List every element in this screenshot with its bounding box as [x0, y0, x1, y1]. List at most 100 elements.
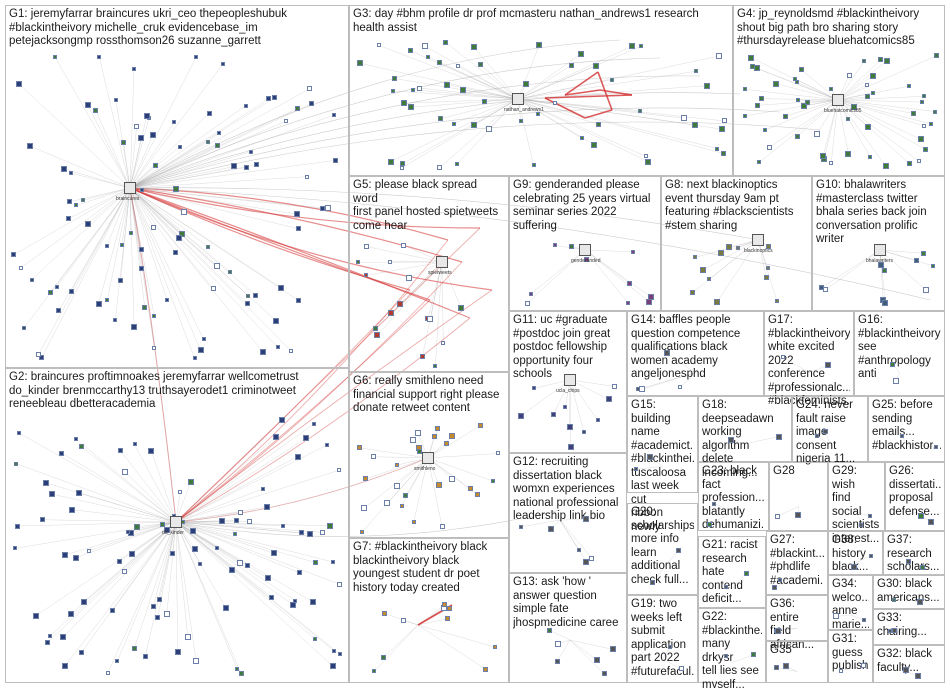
network-node[interactable]: [43, 479, 50, 486]
network-node[interactable]: [175, 235, 182, 242]
network-node[interactable]: [393, 482, 400, 489]
network-node[interactable]: [867, 513, 872, 518]
network-node[interactable]: [823, 287, 829, 293]
network-node[interactable]: [332, 112, 337, 117]
network-node[interactable]: [390, 88, 395, 93]
network-node[interactable]: [150, 604, 156, 610]
network-node[interactable]: [249, 149, 254, 154]
network-node[interactable]: [327, 522, 334, 529]
network-node[interactable]: [829, 86, 834, 91]
network-node[interactable]: [333, 157, 339, 163]
network-node[interactable]: [206, 110, 212, 116]
network-node[interactable]: [443, 81, 450, 88]
network-node[interactable]: [715, 146, 720, 151]
network-node[interactable]: [359, 529, 364, 534]
network-node[interactable]: [775, 514, 781, 520]
network-node[interactable]: [56, 308, 62, 314]
network-node[interactable]: [649, 579, 655, 585]
network-node[interactable]: [627, 281, 633, 286]
network-node[interactable]: [485, 126, 492, 133]
network-node[interactable]: [238, 509, 244, 515]
network-node[interactable]: [716, 52, 723, 59]
network-node[interactable]: [736, 245, 741, 250]
network-node[interactable]: [279, 416, 286, 423]
network-node[interactable]: [324, 205, 331, 212]
network-node[interactable]: [192, 356, 197, 361]
network-node[interactable]: [138, 266, 144, 272]
network-node[interactable]: [364, 273, 369, 278]
network-node[interactable]: [918, 513, 925, 520]
network-node[interactable]: [887, 628, 892, 633]
network-node[interactable]: [178, 490, 183, 495]
network-node[interactable]: [433, 363, 438, 368]
network-node[interactable]: [919, 100, 924, 105]
network-node[interactable]: [455, 64, 460, 69]
network-node[interactable]: [295, 298, 301, 303]
network-node[interactable]: [410, 87, 415, 92]
network-node[interactable]: [889, 361, 895, 367]
network-node[interactable]: [490, 478, 495, 483]
network-node[interactable]: [535, 111, 540, 116]
network-node[interactable]: [179, 231, 186, 238]
network-node[interactable]: [820, 152, 827, 159]
network-node[interactable]: [743, 113, 748, 118]
network-node[interactable]: [12, 546, 17, 551]
network-node[interactable]: [864, 82, 869, 87]
network-node[interactable]: [569, 62, 575, 68]
network-node[interactable]: [531, 163, 536, 168]
network-node[interactable]: [227, 269, 232, 274]
network-node[interactable]: [324, 443, 329, 447]
network-node[interactable]: [312, 636, 317, 641]
network-node[interactable]: [448, 475, 455, 482]
network-node[interactable]: [933, 109, 938, 114]
network-node[interactable]: [892, 377, 899, 384]
network-node[interactable]: [838, 668, 843, 673]
network-node[interactable]: [878, 56, 884, 62]
network-node[interactable]: [284, 119, 289, 123]
hub-node[interactable]: [579, 244, 591, 256]
network-node[interactable]: [180, 208, 187, 215]
network-node[interactable]: [278, 284, 285, 291]
network-node[interactable]: [517, 412, 524, 419]
hub-node[interactable]: [436, 256, 448, 268]
network-node[interactable]: [132, 442, 137, 447]
network-node[interactable]: [113, 318, 118, 323]
network-node[interactable]: [35, 352, 41, 358]
network-node[interactable]: [529, 291, 534, 296]
hub-node[interactable]: [752, 234, 764, 246]
network-node[interactable]: [109, 608, 115, 614]
network-node[interactable]: [288, 348, 293, 353]
network-node[interactable]: [266, 96, 272, 102]
network-node[interactable]: [68, 288, 74, 294]
network-node[interactable]: [337, 468, 342, 473]
network-node[interactable]: [361, 505, 368, 512]
network-node[interactable]: [143, 112, 150, 119]
network-node[interactable]: [391, 75, 397, 81]
network-node[interactable]: [177, 144, 182, 149]
network-node[interactable]: [172, 120, 177, 125]
network-node[interactable]: [451, 121, 456, 126]
network-node[interactable]: [65, 215, 71, 221]
hub-node[interactable]: [170, 516, 182, 528]
network-node[interactable]: [610, 77, 615, 82]
network-node[interactable]: [914, 258, 920, 263]
network-node[interactable]: [116, 559, 122, 564]
network-node[interactable]: [754, 102, 760, 108]
network-node[interactable]: [678, 385, 683, 390]
network-node[interactable]: [445, 616, 451, 622]
network-node[interactable]: [929, 121, 933, 126]
network-node[interactable]: [754, 65, 761, 72]
network-node[interactable]: [867, 154, 872, 159]
hub-node[interactable]: [832, 94, 844, 106]
network-node[interactable]: [60, 165, 67, 172]
network-node[interactable]: [246, 293, 251, 298]
network-node[interactable]: [294, 211, 301, 218]
network-node[interactable]: [294, 453, 301, 460]
network-node[interactable]: [172, 249, 178, 255]
network-node[interactable]: [921, 94, 926, 99]
network-node[interactable]: [644, 154, 649, 159]
network-node[interactable]: [477, 423, 483, 429]
network-node[interactable]: [846, 117, 851, 122]
network-node[interactable]: [310, 599, 317, 606]
network-node[interactable]: [133, 523, 140, 530]
